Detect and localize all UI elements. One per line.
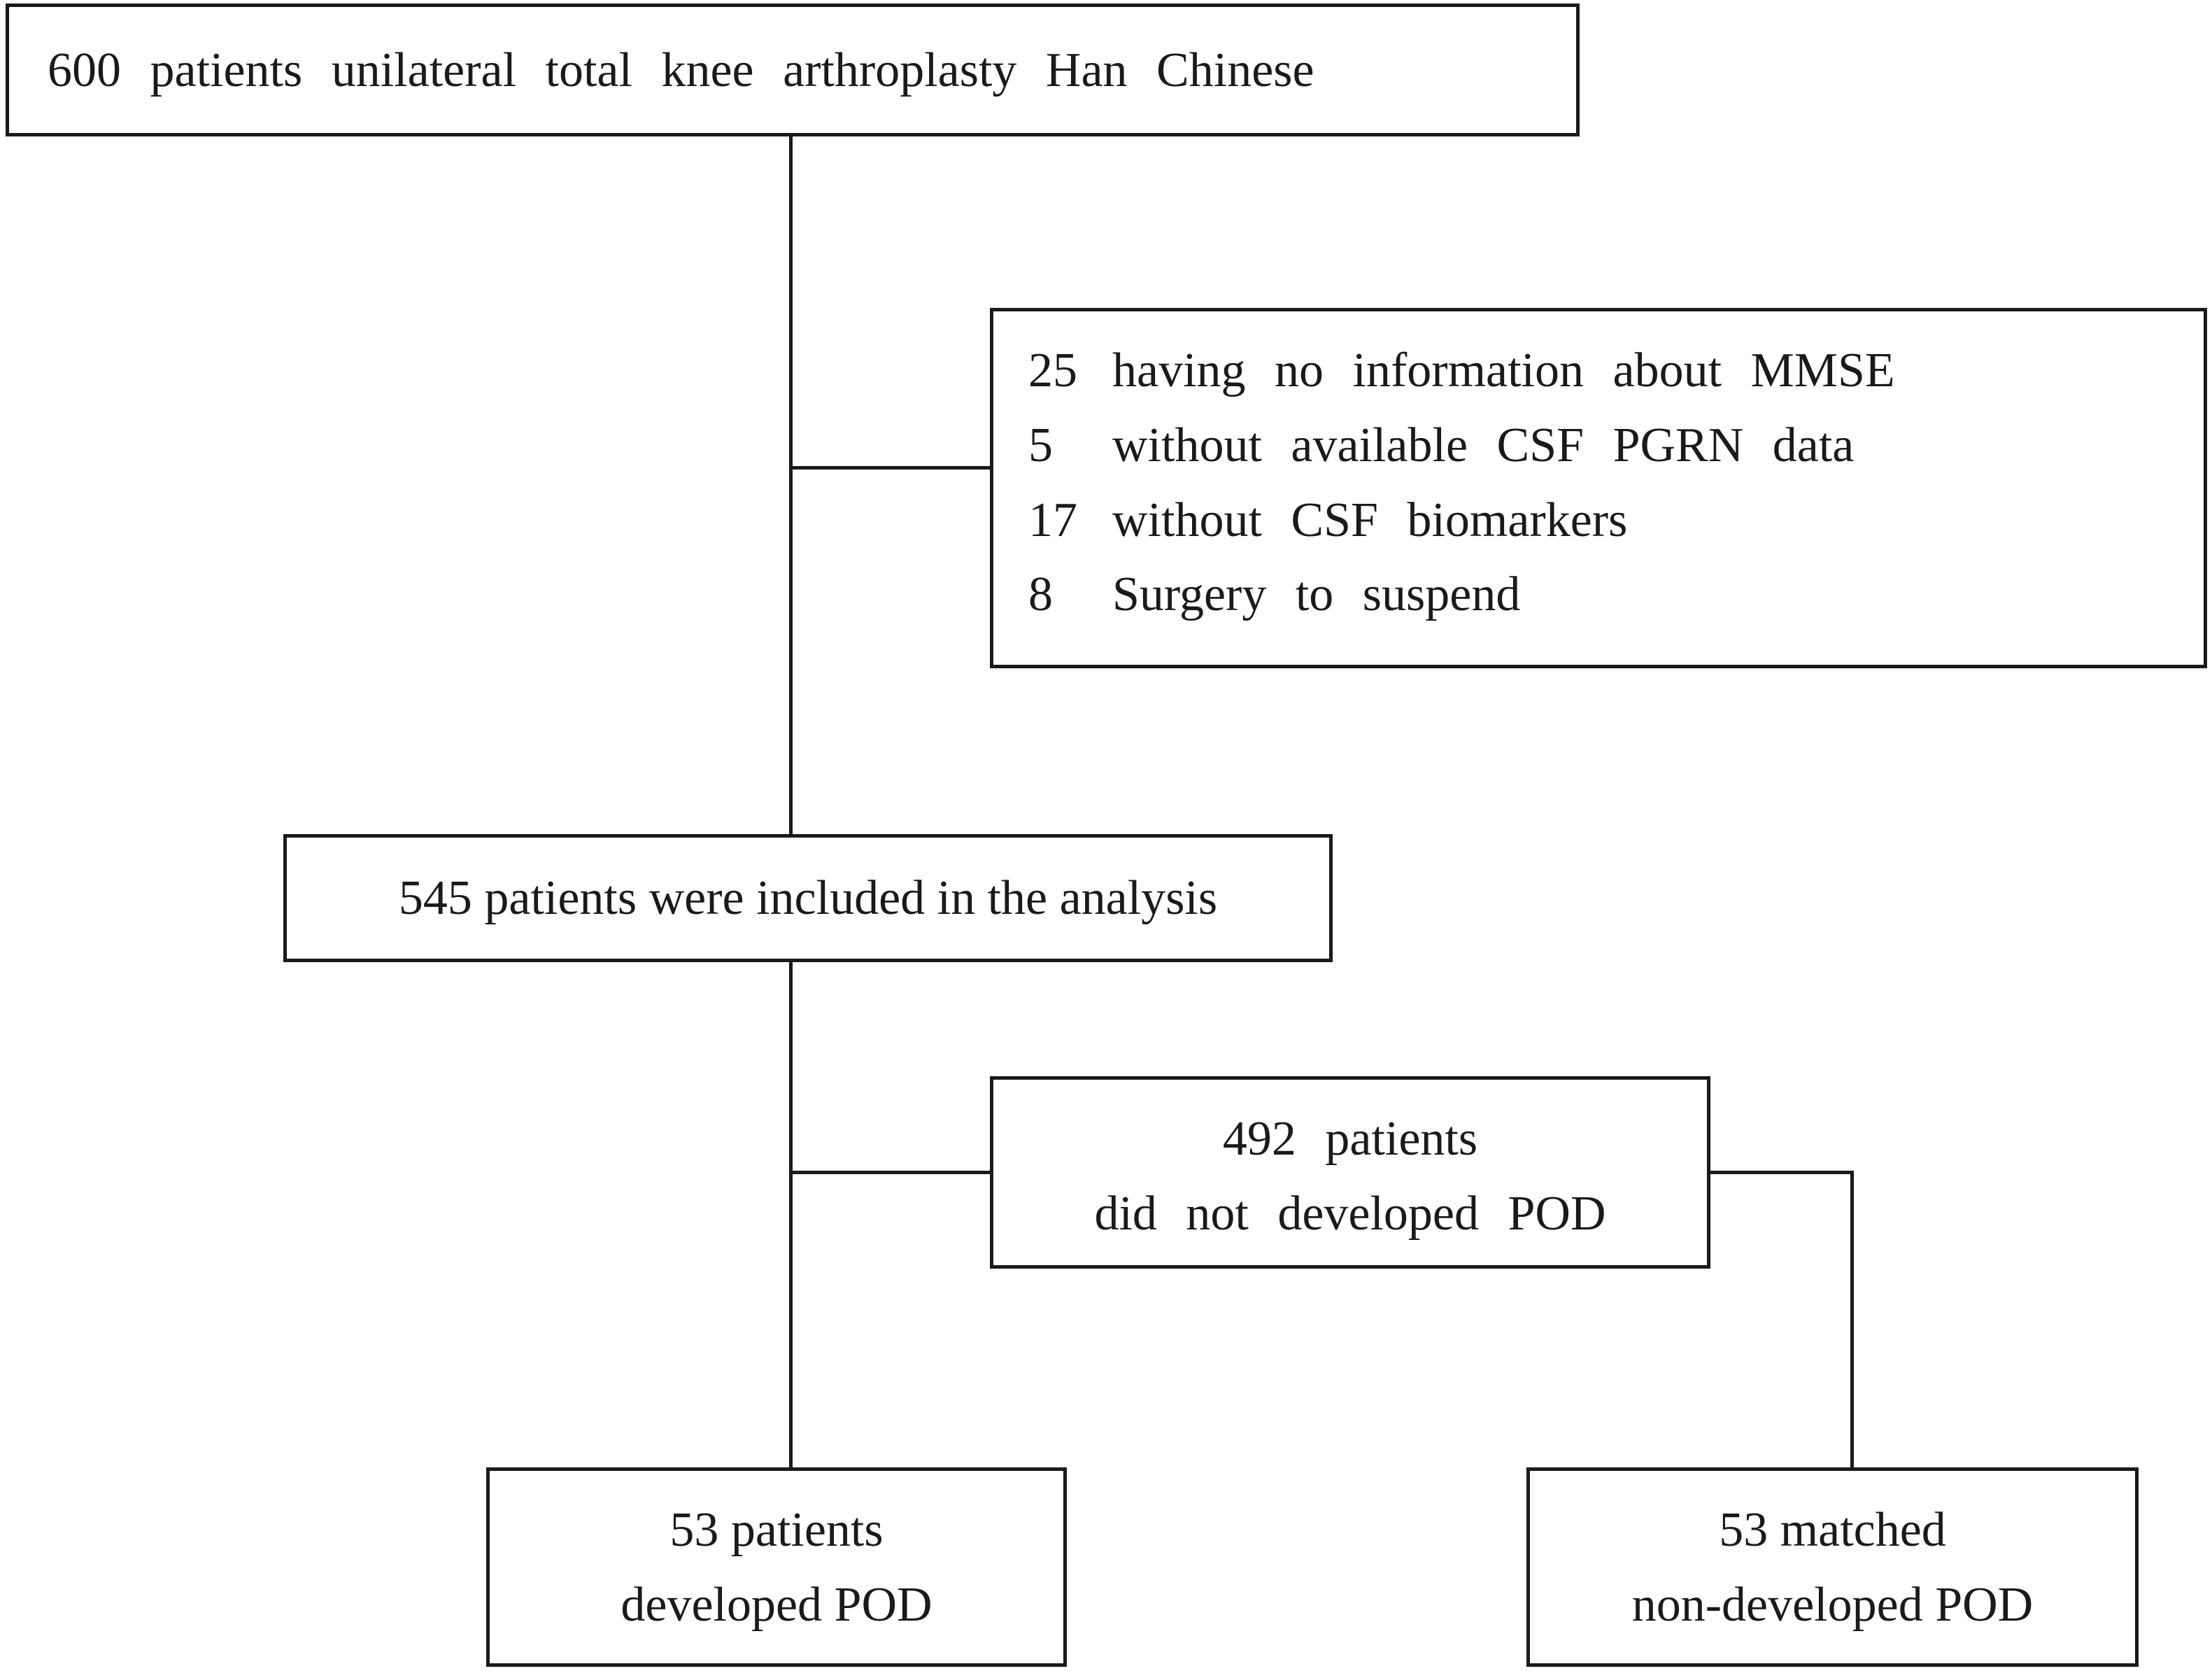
connector-to-non-pod xyxy=(789,1171,992,1174)
connector-non-pod-to-matched xyxy=(1850,1171,1854,1469)
excluded-reason-1: having no information about MMSE xyxy=(1112,344,1895,397)
connector-included-to-pod xyxy=(789,960,793,1469)
non-pod-line1: 492 patients xyxy=(1222,1112,1478,1166)
pod-box: 53 patients developed POD xyxy=(486,1467,1067,1667)
excluded-reason-2: without available CSF PGRN data xyxy=(1112,418,1855,472)
connector-non-pod-right xyxy=(1708,1171,1854,1174)
matched-line2: non-developed POD xyxy=(1631,1578,2034,1632)
enrolled-text: 600 patients unilateral total knee arthr… xyxy=(48,43,1314,97)
pod-line2: developed POD xyxy=(621,1578,933,1632)
included-box: 545 patients were included in the analys… xyxy=(283,834,1333,962)
connector-to-excluded xyxy=(789,466,992,470)
pod-line1: 53 patients xyxy=(669,1503,884,1557)
non-pod-line2: did not developed POD xyxy=(1094,1187,1606,1241)
matched-box: 53 matched non-developed POD xyxy=(1526,1467,2139,1667)
excluded-count-1: 25 xyxy=(1028,344,1077,397)
connector-enrolled-to-included xyxy=(789,134,793,836)
excluded-count-3: 17 xyxy=(1028,493,1077,547)
matched-line1: 53 matched xyxy=(1719,1503,1946,1557)
excluded-count-2: 5 xyxy=(1028,418,1053,472)
excluded-reason-3: without CSF biomarkers xyxy=(1112,493,1628,547)
included-text: 545 patients were included in the analys… xyxy=(398,871,1218,925)
excluded-box: 25 having no information about MMSE 5 wi… xyxy=(990,308,2207,668)
non-pod-box: 492 patients did not developed POD xyxy=(990,1076,1710,1269)
excluded-reason-4: Surgery to suspend xyxy=(1112,567,1521,621)
excluded-count-4: 8 xyxy=(1028,567,1053,621)
enrolled-box: 600 patients unilateral total knee arthr… xyxy=(6,3,1580,136)
